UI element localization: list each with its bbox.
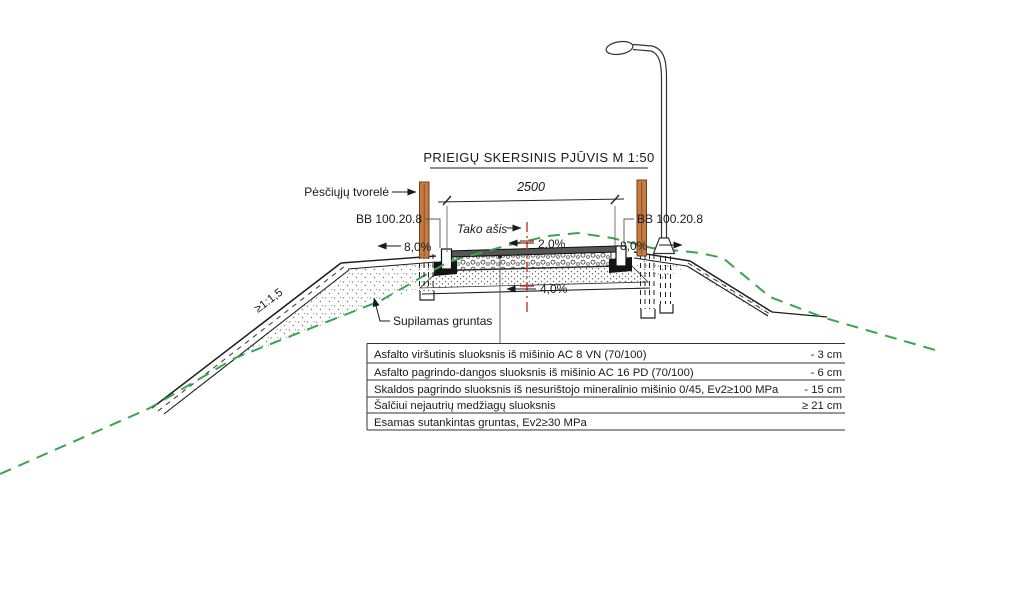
- slope-surface-right-outer: [689, 260, 773, 313]
- path-centerline: [520, 222, 534, 312]
- dimension-value: 2500: [516, 180, 545, 194]
- path-axis-label: Tako ašis: [457, 222, 507, 236]
- crossfall-subgrade-label: 4,0%: [540, 282, 568, 296]
- table-row-thickness: ≥ 21 cm: [802, 400, 842, 412]
- slope-topsoil-dashes-right: [687, 262, 771, 315]
- table-row-thickness: - 3 cm: [811, 349, 842, 361]
- slope-surface-left-outer: [151, 262, 342, 409]
- shoulder-left-bottom: [347, 261, 437, 270]
- lamp-head: [605, 40, 634, 56]
- pedestrian-fence-label: Pėsčiųjų tvorelė: [304, 185, 389, 199]
- crossfall-path-label: 2,0%: [538, 237, 566, 251]
- shoulder-right-label: 8,0%: [620, 239, 648, 253]
- lamp-base-flare: [652, 237, 676, 255]
- shoulder-right-bottom: [633, 257, 688, 267]
- table-row-name: Asfalto viršutinis sluoksnis iš mišinio …: [374, 349, 647, 361]
- slope-surface-right-inner: [686, 265, 769, 317]
- dimension-tick-left: [442, 195, 452, 206]
- table-row-thickness: - 15 cm: [804, 384, 842, 396]
- concrete-curb-right: [615, 245, 627, 267]
- dimension-2500: 2500: [437, 180, 625, 252]
- curb-right-leader: [623, 218, 634, 244]
- fence-post-foundation-right: [640, 254, 656, 319]
- table-row-name: Skaldos pagrindo sluoksnis iš nesurištoj…: [374, 384, 779, 396]
- frost-blanket-layer: [418, 265, 649, 289]
- fence-posts: [419, 179, 647, 259]
- shoulder-left-label: 8,0%: [404, 240, 432, 254]
- table-row-name: Esamas sutankintas gruntas, Ev2≥30 MPa: [374, 417, 588, 429]
- table-row-thickness: - 6 cm: [811, 367, 842, 379]
- dimension-line: [437, 198, 625, 203]
- foundation-bracket: [640, 309, 656, 319]
- embankment-fill-right: [686, 262, 772, 317]
- fill-soil-leader: [372, 297, 390, 322]
- pavement-structure: [418, 245, 651, 295]
- embankment-slope-ratio-label: ≥1:1,5: [253, 287, 286, 316]
- lamp-arm-inner: [632, 48, 663, 79]
- curb-right-label: BB 100.20.8: [637, 212, 703, 226]
- layers-table: Asfalto viršutinis sluoksnis iš mišinio …: [366, 254, 845, 431]
- street-lamp: [605, 40, 676, 255]
- dimension-tick-right: [610, 194, 620, 205]
- slope-surface-left-inner: [163, 269, 350, 415]
- fence-post-foundation-left: [419, 254, 435, 301]
- fill-soil-label: Supilamas gruntas: [393, 314, 492, 328]
- foundations: [419, 254, 674, 319]
- drawing-title: PRIEIGŲ SKERSINIS PJŪVIS M 1:50: [423, 150, 654, 165]
- embankment-fill-left: [164, 263, 436, 413]
- curb-left-leader: [425, 218, 441, 248]
- excavation-bottom-line: [421, 287, 651, 295]
- foundation-bracket: [659, 304, 674, 314]
- concrete-curb-left: [440, 248, 453, 270]
- table-row-name: Asfalto pagrindo-dangos sluoksnis iš miš…: [374, 367, 694, 379]
- lamp-foundation: [659, 256, 674, 314]
- lamp-arm-outer: [632, 43, 668, 79]
- existing-ground-line: [0, 231, 936, 475]
- table-row-name: Šalčiui nejautrių medžiagų sluoksnis: [374, 399, 556, 412]
- table-leader-dot: [498, 254, 502, 259]
- curb-left-label: BB 100.20.8: [356, 212, 422, 226]
- slope-topsoil-dashes-left: [157, 265, 346, 412]
- foundation-bracket: [419, 291, 435, 301]
